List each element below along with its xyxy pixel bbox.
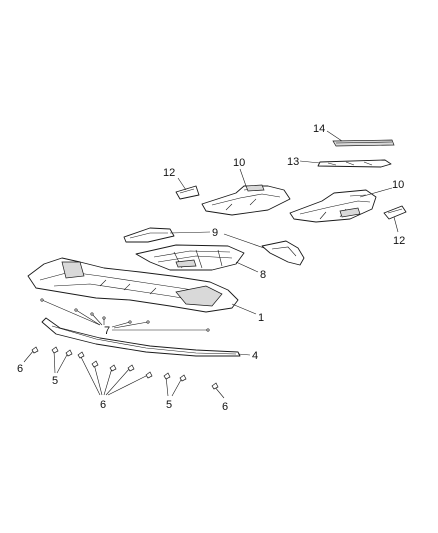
part-9-deflector-left <box>123 227 175 243</box>
callout-12-right: 12 <box>393 235 405 247</box>
callout-5-left: 5 <box>52 375 58 387</box>
part-12-bracket-left <box>175 185 200 200</box>
callout-6-middle: 6 <box>100 399 106 411</box>
callout-labels: 14 13 12 10 10 12 9 8 1 7 4 6 5 6 5 6 <box>17 123 405 413</box>
part-13-seal <box>317 159 392 168</box>
callout-8: 8 <box>260 269 266 281</box>
part-4-air-dam <box>41 317 241 357</box>
callout-14: 14 <box>313 123 325 135</box>
callout-13: 13 <box>287 156 299 168</box>
callout-6-right: 6 <box>222 401 228 413</box>
callout-5-right: 5 <box>166 399 172 411</box>
callout-10-right: 10 <box>392 179 404 191</box>
callout-1: 1 <box>258 312 264 324</box>
callout-6-left: 6 <box>17 363 23 375</box>
part-10-shield-left <box>201 184 291 216</box>
callout-10-left: 10 <box>233 157 245 169</box>
leader-lines <box>23 130 399 399</box>
fasteners <box>31 298 219 390</box>
part-12-bracket-right <box>383 205 407 220</box>
callout-12-left: 12 <box>163 167 175 179</box>
part-14-strip <box>332 139 395 147</box>
callout-9: 9 <box>212 227 218 239</box>
part-10-shield-right <box>289 189 377 223</box>
part-1-front-shield <box>27 257 239 313</box>
callout-4: 4 <box>252 350 258 362</box>
callout-7: 7 <box>104 325 110 337</box>
part-9-deflector-right <box>261 240 305 266</box>
part-8-center-panel <box>135 244 245 271</box>
